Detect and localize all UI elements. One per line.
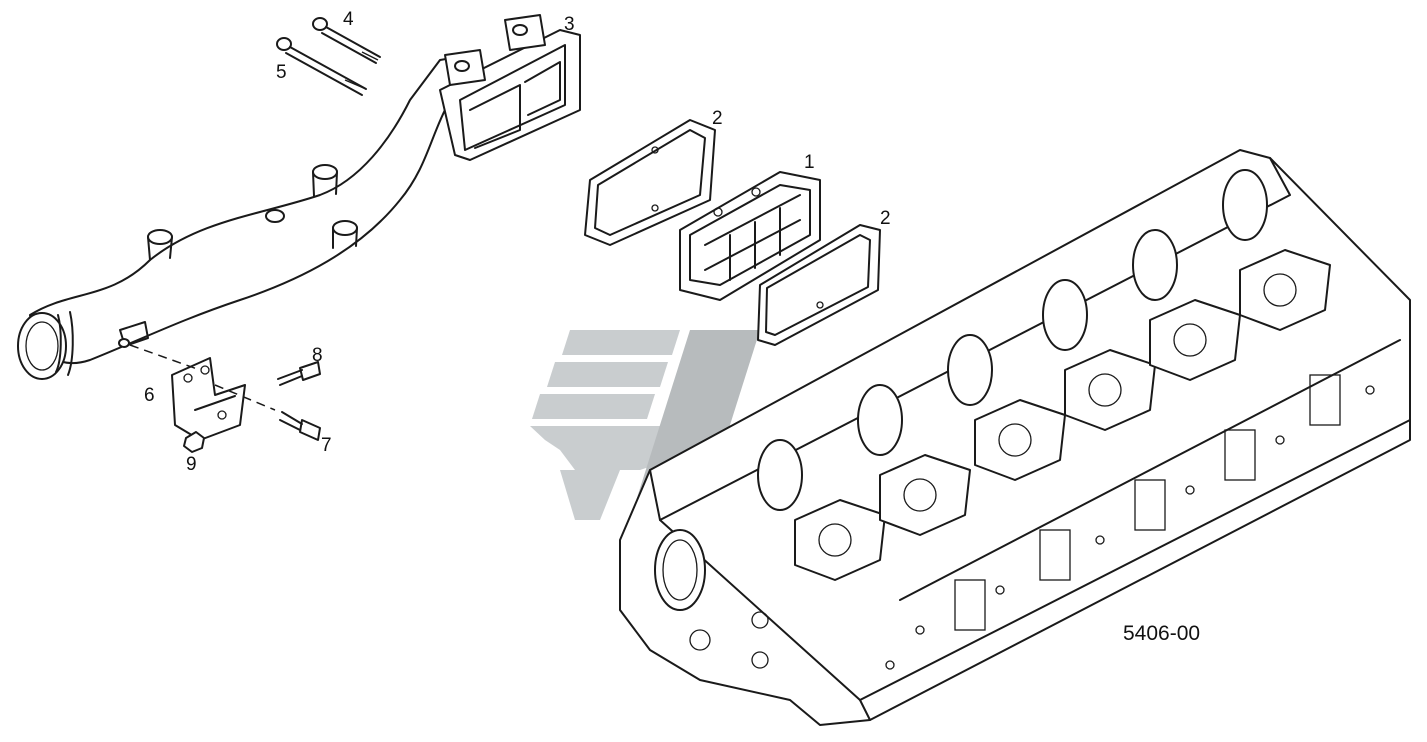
cylinder-head [619, 149, 1411, 726]
drawing-code: 5406-00 [1123, 622, 1200, 645]
screw-7 [279, 411, 321, 441]
bracket-6 [171, 357, 246, 441]
screw-8 [277, 361, 321, 386]
intake-insert-1 [679, 171, 821, 301]
callout-8: 8 [312, 345, 323, 366]
callout-6: 6 [144, 385, 155, 406]
gasket-2-left [584, 119, 716, 246]
mounting-dashed-line [129, 344, 276, 411]
nut-9 [183, 431, 205, 453]
intake-pipe [17, 14, 581, 380]
callout-2-left: 2 [712, 108, 723, 129]
callout-2-right: 2 [880, 208, 891, 229]
callout-5: 5 [276, 62, 287, 83]
callout-9: 9 [186, 454, 197, 475]
callout-7: 7 [321, 435, 332, 456]
gasket-2-right [757, 224, 881, 346]
callout-4: 4 [343, 9, 354, 30]
callout-1: 1 [804, 152, 815, 173]
callout-3: 3 [564, 14, 575, 35]
bolt-4 [312, 17, 381, 64]
bolt-5 [276, 37, 367, 96]
